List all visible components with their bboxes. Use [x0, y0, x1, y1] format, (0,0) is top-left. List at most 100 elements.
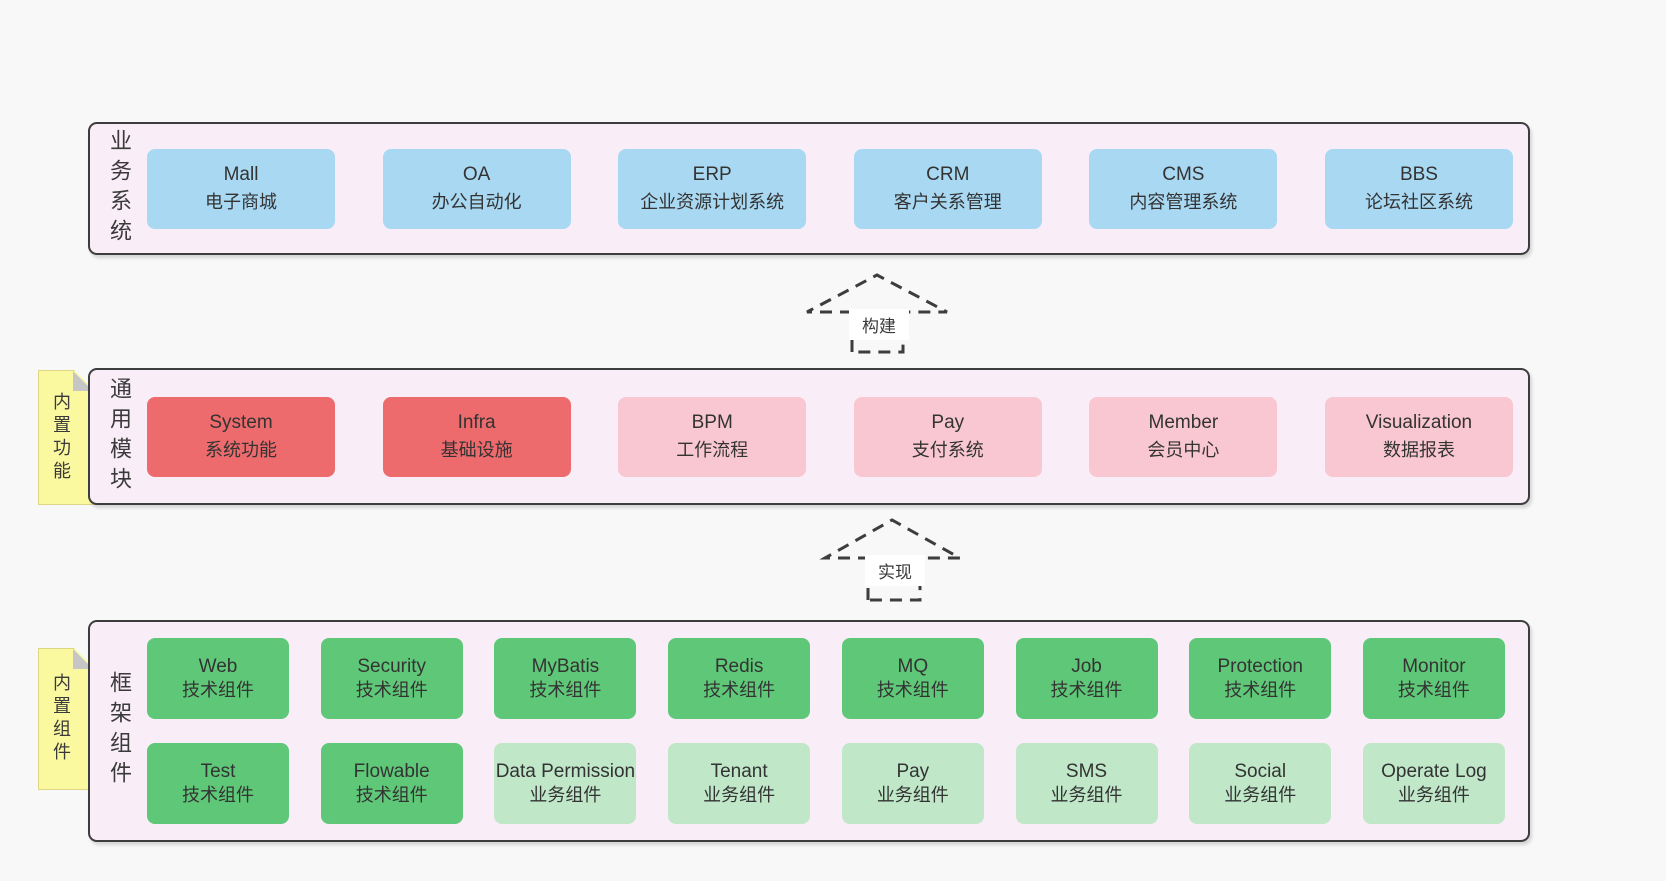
framework-row-1: Web 技术组件 Security 技术组件 MyBatis 技术组件 Redi… — [147, 638, 1505, 719]
box-title: BPM — [691, 411, 733, 433]
box-title: BBS — [1399, 163, 1438, 185]
sticky-tab-builtin-features: 内置功能 — [38, 370, 94, 505]
box-subtitle: 系统功能 — [205, 440, 277, 461]
box-title: OA — [462, 163, 491, 185]
box-subtitle: 技术组件 — [1397, 680, 1470, 701]
section-business-systems: 业务系统 Mall 电子商城 OA 办公自动化 ERP 企业资源计划系统 CRM… — [88, 122, 1530, 255]
box-title: Infra — [457, 411, 496, 433]
box-mq: MQ 技术组件 — [841, 638, 984, 719]
box-visualization: Visualization 数据报表 — [1324, 396, 1513, 477]
box-title: Data Permission — [495, 760, 636, 782]
section-label-common-modules: 通用模块 — [107, 376, 132, 497]
box-subtitle: 企业资源计划系统 — [640, 192, 785, 213]
box-erp: ERP 企业资源计划系统 — [618, 148, 807, 229]
common-modules-row: System 系统功能 Infra 基础设施 BPM 工作流程 Pay 支付系统… — [147, 370, 1513, 503]
box-title: Monitor — [1402, 655, 1466, 677]
box-title: Visualization — [1365, 411, 1473, 433]
box-title: MyBatis — [531, 655, 600, 677]
sticky-tab-builtin-components: 内置组件 — [38, 648, 94, 790]
box-oa: OA 办公自动化 — [382, 148, 571, 229]
arrow-label-implement: 实现 — [865, 555, 925, 586]
box-title: ERP — [692, 163, 732, 185]
box-subtitle: 技术组件 — [703, 680, 776, 701]
framework-components-grid: Web 技术组件 Security 技术组件 MyBatis 技术组件 Redi… — [147, 622, 1505, 840]
box-title: System — [209, 411, 273, 433]
box-subtitle: 会员中心 — [1147, 440, 1220, 461]
box-title: Mall — [223, 163, 259, 185]
box-bbs: BBS 论坛社区系统 — [1324, 148, 1513, 229]
section-label-framework-components: 框架组件 — [107, 671, 132, 791]
box-subtitle: 业务组件 — [1050, 785, 1123, 806]
box-title: Operate Log — [1381, 760, 1487, 782]
box-pay-component: Pay 业务组件 — [841, 743, 984, 824]
box-data-permission: Data Permission 业务组件 — [494, 743, 637, 824]
box-title: MQ — [897, 655, 929, 677]
box-subtitle: 业务组件 — [1397, 785, 1470, 806]
box-social: Social 业务组件 — [1189, 743, 1332, 824]
business-systems-row: Mall 电子商城 OA 办公自动化 ERP 企业资源计划系统 CRM 客户关系… — [147, 124, 1513, 253]
box-mybatis: MyBatis 技术组件 — [494, 638, 637, 719]
box-title: SMS — [1065, 760, 1108, 782]
box-subtitle: 技术组件 — [1224, 680, 1297, 701]
box-title: CRM — [926, 163, 970, 185]
box-subtitle: 支付系统 — [911, 440, 984, 461]
box-infra: Infra 基础设施 — [382, 396, 571, 477]
sticky-tab-label: 内置功能 — [51, 391, 71, 484]
up-arrow-icon — [819, 518, 966, 602]
framework-row-2: Test 技术组件 Flowable 技术组件 Data Permission … — [147, 743, 1505, 824]
box-subtitle: 技术组件 — [1050, 680, 1123, 701]
box-title: Pay — [896, 760, 930, 782]
box-subtitle: 技术组件 — [529, 680, 602, 701]
box-protection: Protection 技术组件 — [1189, 638, 1332, 719]
box-subtitle: 工作流程 — [676, 440, 749, 461]
box-subtitle: 技术组件 — [355, 680, 428, 701]
box-title: Social — [1234, 760, 1287, 782]
box-system: System 系统功能 — [147, 396, 335, 477]
box-pay-module: Pay 支付系统 — [853, 396, 1042, 477]
section-label-business-systems: 业务系统 — [107, 128, 132, 249]
box-subtitle: 基础设施 — [440, 440, 513, 461]
box-title: CMS — [1162, 163, 1205, 185]
box-title: Test — [200, 760, 236, 782]
box-subtitle: 内容管理系统 — [1129, 192, 1238, 213]
sticky-tab-label: 内置组件 — [51, 673, 71, 765]
box-subtitle: 技术组件 — [182, 680, 254, 701]
box-subtitle: 办公自动化 — [431, 192, 522, 213]
box-title: Tenant — [710, 760, 768, 782]
box-subtitle: 业务组件 — [876, 785, 949, 806]
box-subtitle: 技术组件 — [182, 785, 254, 806]
box-subtitle: 论坛社区系统 — [1364, 192, 1473, 213]
up-arrow-icon — [806, 273, 948, 354]
box-mall: Mall 电子商城 — [147, 148, 335, 229]
box-subtitle: 业务组件 — [1224, 785, 1297, 806]
box-sms: SMS 业务组件 — [1015, 743, 1158, 824]
box-subtitle: 技术组件 — [876, 680, 949, 701]
box-test: Test 技术组件 — [147, 743, 289, 824]
arrow-label-build: 构建 — [849, 309, 909, 340]
box-title: Redis — [714, 655, 764, 677]
box-member: Member 会员中心 — [1089, 396, 1278, 477]
box-bpm: BPM 工作流程 — [618, 396, 807, 477]
box-operate-log: Operate Log 业务组件 — [1362, 743, 1505, 824]
section-framework-components: 框架组件 Web 技术组件 Security 技术组件 MyBatis 技术组件… — [88, 620, 1530, 842]
box-title: Web — [198, 655, 238, 677]
box-flowable: Flowable 技术组件 — [320, 743, 463, 824]
box-subtitle: 技术组件 — [355, 785, 428, 806]
box-monitor: Monitor 技术组件 — [1362, 638, 1505, 719]
box-redis: Redis 技术组件 — [668, 638, 811, 719]
box-title: Member — [1148, 411, 1219, 433]
box-subtitle: 数据报表 — [1382, 440, 1455, 461]
box-subtitle: 业务组件 — [529, 785, 602, 806]
box-job: Job 技术组件 — [1015, 638, 1158, 719]
box-subtitle: 电子商城 — [205, 192, 277, 213]
box-title: Pay — [931, 411, 965, 433]
box-cms: CMS 内容管理系统 — [1089, 148, 1278, 229]
box-title: Flowable — [353, 760, 430, 782]
box-title: Security — [357, 655, 427, 677]
box-crm: CRM 客户关系管理 — [853, 148, 1042, 229]
box-security: Security 技术组件 — [320, 638, 463, 719]
box-tenant: Tenant 业务组件 — [668, 743, 811, 824]
section-common-modules: 通用模块 System 系统功能 Infra 基础设施 BPM 工作流程 Pay… — [88, 368, 1530, 505]
box-title: Job — [1071, 655, 1102, 677]
